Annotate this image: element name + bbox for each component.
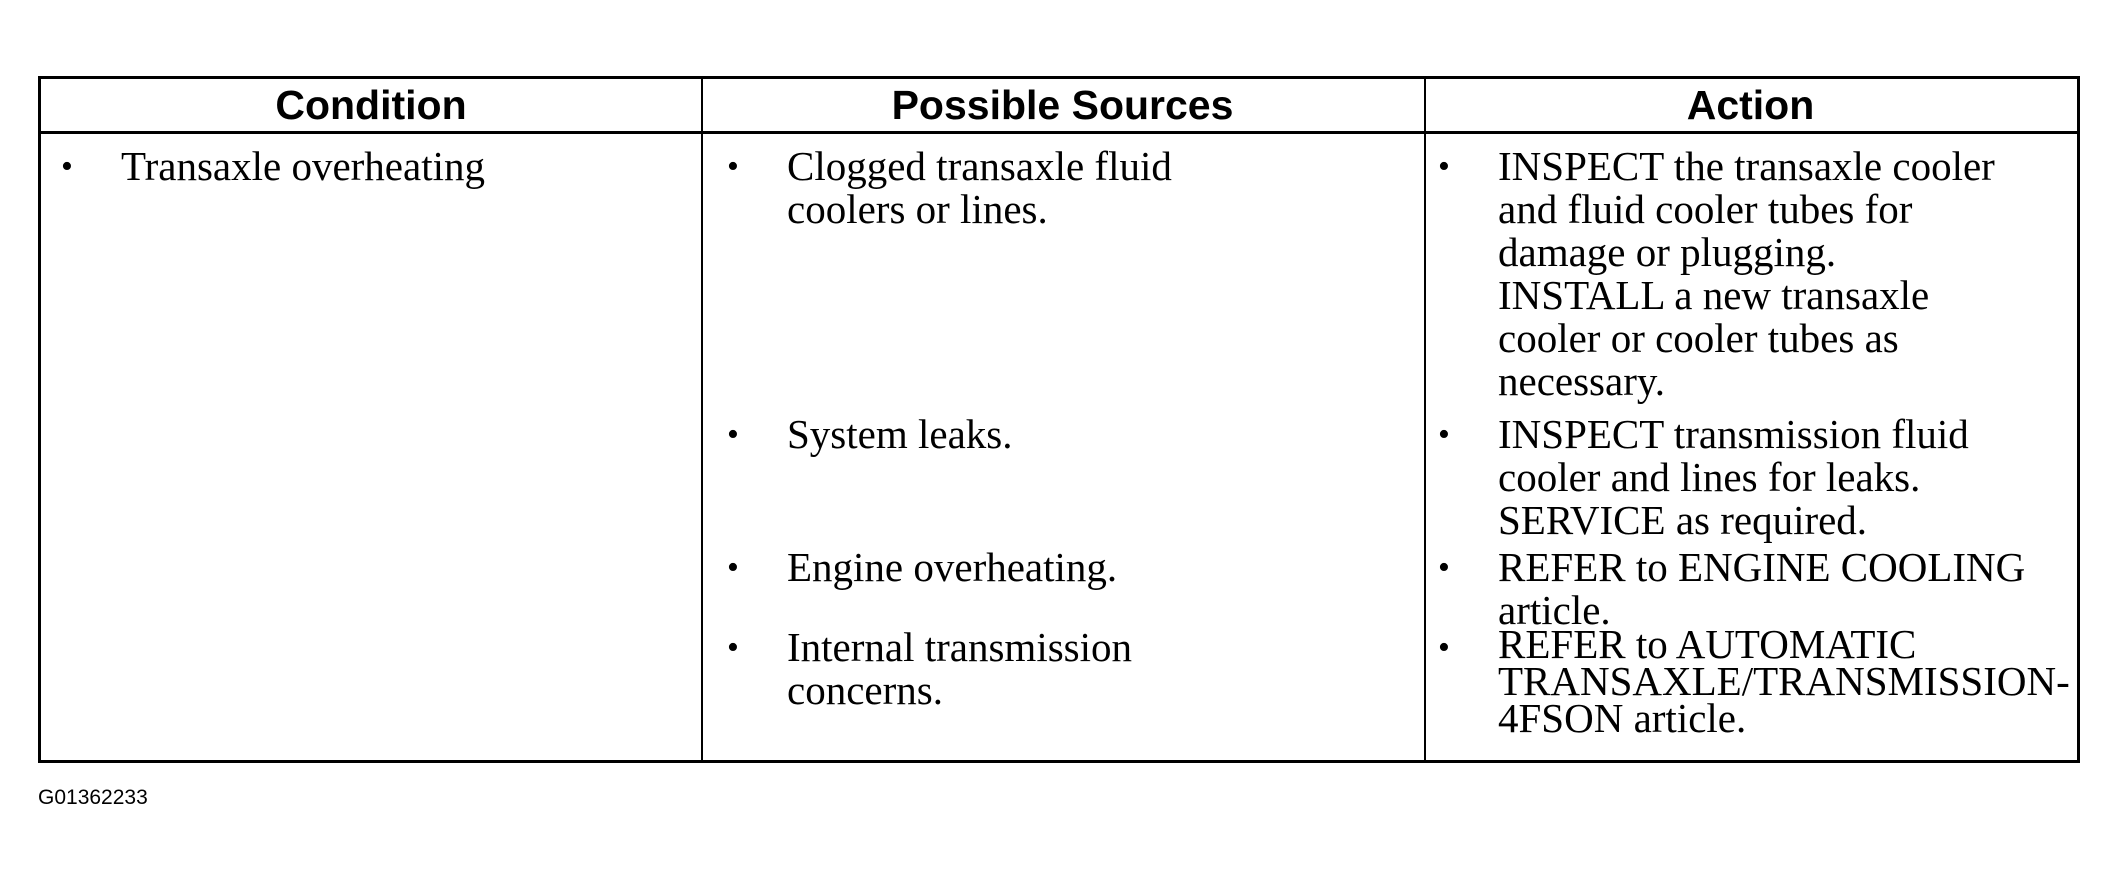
bullet-icon: • bbox=[1438, 148, 1450, 185]
source-item: Engine overheating. bbox=[787, 546, 1117, 589]
source-line: Engine overheating. bbox=[787, 544, 1118, 590]
header-condition: Condition bbox=[275, 81, 467, 128]
bullet-icon: • bbox=[727, 416, 739, 453]
action-line: INSPECT transmission fluid bbox=[1498, 411, 1969, 457]
column-divider bbox=[701, 79, 703, 760]
action-item: REFER to ENGINE COOLING article. bbox=[1498, 546, 2025, 632]
bullet-icon: • bbox=[1438, 549, 1450, 586]
header-action: Action bbox=[1686, 81, 1815, 128]
action-line: cooler and lines for leaks. bbox=[1498, 454, 1921, 500]
source-line: concerns. bbox=[787, 667, 943, 713]
action-line: INSPECT the transaxle cooler bbox=[1498, 143, 1995, 189]
action-line: and fluid cooler tubes for bbox=[1498, 186, 1913, 232]
action-line: REFER to AUTOMATIC bbox=[1498, 621, 1917, 667]
action-line: damage or plugging. bbox=[1498, 229, 1837, 275]
source-line: Internal transmission bbox=[787, 624, 1133, 670]
action-line: cooler or cooler tubes as bbox=[1498, 315, 1899, 361]
column-divider bbox=[1424, 79, 1426, 760]
action-item: INSPECT transmission fluid cooler and li… bbox=[1498, 413, 1969, 542]
source-item: System leaks. bbox=[787, 413, 1012, 456]
action-line: INSTALL a new transaxle bbox=[1498, 272, 1930, 318]
source-line: coolers or lines. bbox=[787, 186, 1048, 232]
action-item: INSPECT the transaxle cooler and fluid c… bbox=[1498, 145, 1995, 403]
bullet-icon: • bbox=[727, 549, 739, 586]
bullet-icon: • bbox=[1438, 416, 1450, 453]
action-line: SERVICE as required. bbox=[1498, 497, 1868, 543]
action-line: 4FSON article. bbox=[1498, 695, 1747, 741]
action-line: TRANSAXLE/TRANSMISSION- bbox=[1498, 658, 2070, 704]
bullet-icon: • bbox=[727, 629, 739, 666]
action-line: REFER to ENGINE COOLING bbox=[1498, 544, 2026, 590]
bullet-icon: • bbox=[61, 148, 73, 185]
bullet-icon: • bbox=[727, 148, 739, 185]
figure-id: G01362233 bbox=[38, 786, 148, 809]
source-line: System leaks. bbox=[787, 411, 1013, 457]
table-header-row: Condition Possible Sources Action bbox=[41, 79, 2077, 134]
action-line: necessary. bbox=[1498, 358, 1665, 404]
condition-line: Transaxle overheating bbox=[121, 143, 485, 189]
source-line: Clogged transaxle fluid bbox=[787, 143, 1172, 189]
action-item: REFER to AUTOMATIC TRANSAXLE/TRANSMISSIO… bbox=[1498, 621, 2070, 741]
source-item: Internal transmission concerns. bbox=[787, 626, 1132, 712]
bullet-icon: • bbox=[1438, 629, 1450, 666]
action-line: article. bbox=[1498, 587, 1611, 633]
header-possible-sources: Possible Sources bbox=[891, 81, 1234, 128]
source-item: Clogged transaxle fluid coolers or lines… bbox=[787, 145, 1172, 231]
condition-text: Transaxle overheating bbox=[121, 145, 485, 188]
diagnosis-table: Condition Possible Sources Action • Tran… bbox=[38, 76, 2080, 763]
